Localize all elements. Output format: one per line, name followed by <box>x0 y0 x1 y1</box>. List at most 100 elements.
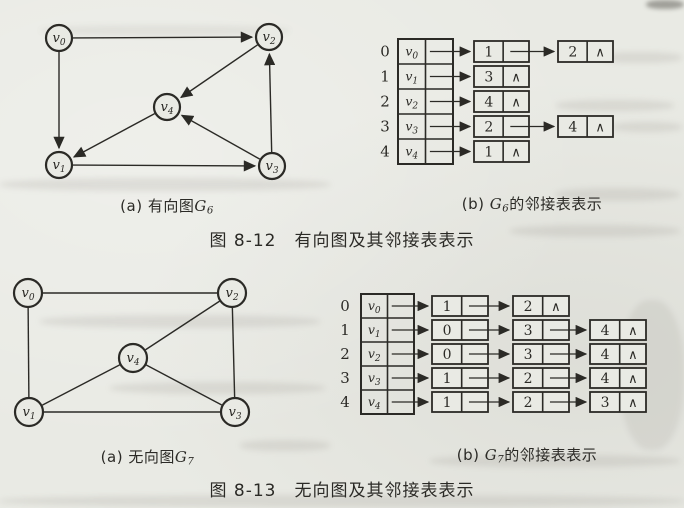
vertex-label: v4 <box>160 100 173 117</box>
vertex-label: v1 <box>405 69 418 87</box>
row-index: 2 <box>380 93 390 111</box>
list-node-value: 3 <box>524 323 533 339</box>
list-node-value: 3 <box>524 347 533 363</box>
vertex-label: v3 <box>228 405 241 422</box>
null-pointer-symbol: ∧ <box>595 121 605 136</box>
row-index: 3 <box>380 118 390 136</box>
subcaption-adjlist-g6: (b) G6的邻接表表示 <box>461 195 603 215</box>
null-pointer-symbol: ∧ <box>511 146 521 161</box>
graph-node <box>216 277 248 309</box>
list-node-value: 3 <box>484 70 493 86</box>
graph-node <box>254 22 284 52</box>
graph-node <box>44 150 74 180</box>
row-index: 1 <box>340 321 350 339</box>
vertex-label: v3 <box>265 159 278 176</box>
list-node-value: 1 <box>443 371 452 387</box>
list-node-value: 1 <box>443 299 452 315</box>
list-node-value: 4 <box>568 120 577 136</box>
null-pointer-symbol: ∧ <box>551 300 561 315</box>
subcaption-text: (a) 有向图 <box>120 197 195 215</box>
list-node-value: 2 <box>568 45 577 61</box>
graph-edge <box>231 307 236 398</box>
row-index: 4 <box>380 143 390 161</box>
list-node-value: 4 <box>601 347 610 363</box>
graph-edge <box>145 364 223 406</box>
graph-edge-arrow <box>180 114 261 160</box>
subcaption-text: (b) <box>461 195 490 213</box>
graph-edge-arrow <box>179 44 258 99</box>
row-index: 1 <box>380 68 390 86</box>
subcaption-text: (a) 无向图 <box>100 448 175 466</box>
list-node-value: 4 <box>601 323 610 339</box>
graph-node <box>12 277 44 309</box>
vertex-label: v4 <box>126 351 139 368</box>
vertex-label: v1 <box>22 405 35 422</box>
vertex-label: v3 <box>368 370 381 388</box>
graph-edge <box>27 307 30 398</box>
row-index: 3 <box>340 369 350 387</box>
adjacency-list-g7: 0 v0 1 2 ∧ 1 v1 0 3 4 ∧ 2 v2 0 3 4 ∧ 3 v3 1 2 4 ∧ 4 v4 1 2 3 ∧ <box>340 293 647 415</box>
vertex-label: v3 <box>405 119 418 137</box>
list-node-box <box>589 367 647 389</box>
row-index: 2 <box>340 345 350 363</box>
list-node-box <box>557 40 614 63</box>
graph-node <box>152 92 182 122</box>
graph-edge <box>145 300 220 351</box>
list-node-value: 2 <box>524 299 533 315</box>
vertex-label: v1 <box>52 158 65 175</box>
row-index: 0 <box>380 43 390 61</box>
graph-node <box>257 151 287 181</box>
undirected-graph-g7: v0 v1 v2 v3 v4 <box>12 277 251 428</box>
vertex-label: v4 <box>368 394 381 412</box>
list-node-box <box>557 115 614 138</box>
list-node-box <box>589 391 647 413</box>
list-node-box <box>589 343 647 365</box>
list-node-value: 2 <box>524 371 533 387</box>
list-node-box <box>512 295 570 317</box>
subcaption-graph-g7: (a) 无向图G7 <box>100 448 195 468</box>
graph-edge-arrow <box>72 113 155 158</box>
graph-edge-arrow <box>72 160 257 172</box>
vertex-label: v1 <box>368 322 381 340</box>
list-node-box <box>473 65 530 88</box>
null-pointer-symbol: ∧ <box>628 348 638 363</box>
list-node-value: 2 <box>484 120 493 136</box>
null-pointer-symbol: ∧ <box>511 71 521 86</box>
vertex-label: v2 <box>225 286 238 303</box>
list-node-value: 2 <box>524 395 533 411</box>
null-pointer-symbol: ∧ <box>628 372 638 387</box>
graph-edge <box>41 364 121 406</box>
graph-node <box>219 396 251 428</box>
null-pointer-symbol: ∧ <box>595 46 605 61</box>
list-node-value: 4 <box>484 95 493 111</box>
row-index: 4 <box>340 393 350 411</box>
null-pointer-symbol: ∧ <box>628 324 638 339</box>
null-pointer-symbol: ∧ <box>628 396 638 411</box>
figure-caption-8-13: 图 8-13 无向图及其邻接表表示 <box>209 481 475 501</box>
bleed-through-artifact <box>646 0 684 9</box>
list-node-value: 1 <box>484 145 493 161</box>
list-node-value: 0 <box>443 323 452 339</box>
vertex-label: v0 <box>368 298 381 316</box>
vertex-label: v2 <box>368 346 381 364</box>
subcaption-text: (b) <box>456 446 485 464</box>
graph-node <box>44 23 74 53</box>
list-node-value: 3 <box>601 395 610 411</box>
subcaption-adjlist-g7: (b) G7的邻接表表示 <box>456 446 598 466</box>
vertex-label: v2 <box>405 94 418 112</box>
list-node-value: 1 <box>443 395 452 411</box>
graph-edge-arrow <box>264 52 276 153</box>
list-node-value: 4 <box>601 371 610 387</box>
list-node-box <box>473 140 530 163</box>
figure-caption-8-12: 图 8-12 有向图及其邻接表表示 <box>209 231 475 251</box>
row-index: 0 <box>340 297 350 315</box>
list-node-value: 0 <box>443 347 452 363</box>
vertex-label: v0 <box>21 286 34 303</box>
null-pointer-symbol: ∧ <box>511 96 521 111</box>
vertex-label: v0 <box>405 44 418 62</box>
list-node-value: 1 <box>484 45 493 61</box>
list-node-box <box>589 319 647 341</box>
